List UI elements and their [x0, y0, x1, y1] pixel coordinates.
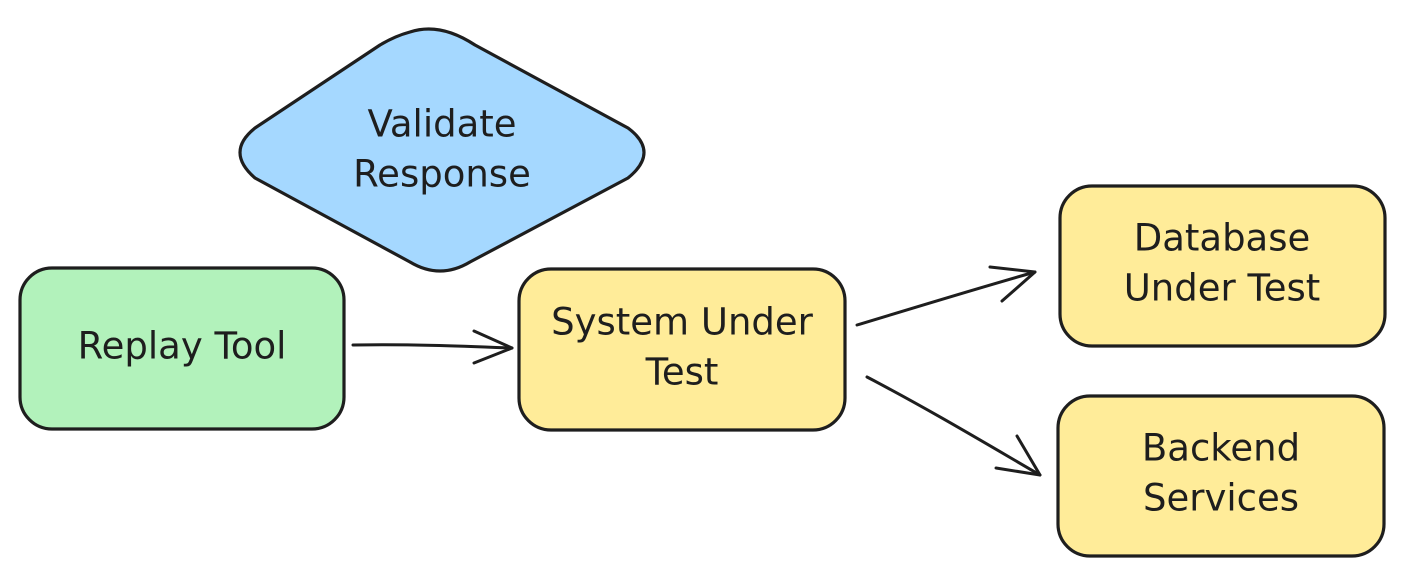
system-under-test-label-line1: System Under [551, 301, 814, 344]
validate-response-label-line1: Validate [367, 103, 516, 146]
replay-tool-box [18, 266, 346, 431]
edge-sut-to-database [855, 265, 1037, 327]
backend-services-label-line2: Services [1143, 477, 1299, 520]
node-database-under-test: Database Under Test [1058, 184, 1387, 348]
validate-response-label-line2: Response [353, 153, 531, 196]
database-under-test-label-line1: Database [1134, 217, 1311, 260]
node-replay-tool: Replay Tool [18, 266, 346, 431]
node-system-under-test: System Under Test [517, 267, 847, 432]
edge-replay-to-sut [351, 329, 514, 365]
edge-sut-to-backend [865, 375, 1042, 477]
database-under-test-label-line2: Under Test [1124, 267, 1321, 310]
backend-services-label-line1: Backend [1142, 427, 1300, 470]
replay-tool-label: Replay Tool [78, 325, 287, 368]
backend-services-box [1056, 394, 1386, 558]
validate-response-diamond [238, 27, 646, 273]
system-under-test-box [517, 267, 847, 432]
database-under-test-box [1058, 184, 1387, 348]
system-under-test-label-line2: Test [645, 351, 719, 394]
node-validate-response: Validate Response [238, 27, 646, 273]
node-backend-services: Backend Services [1056, 394, 1386, 558]
